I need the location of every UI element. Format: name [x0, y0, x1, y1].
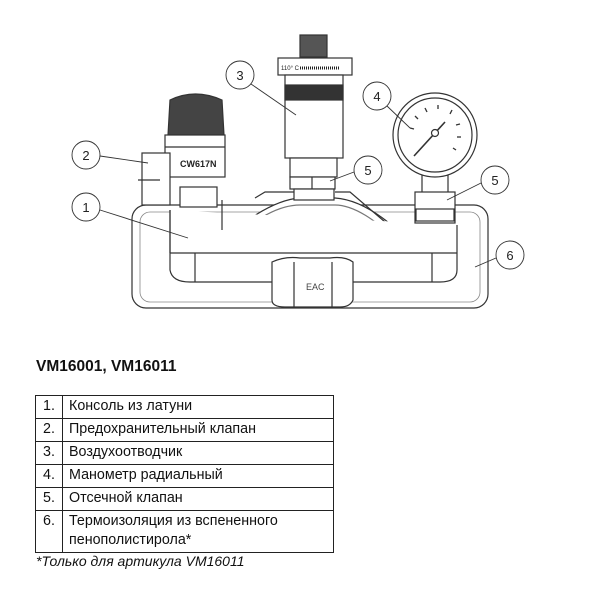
part-label: Термоизоляция из вспененного пенополисти…	[62, 510, 334, 553]
part-label: Воздухоотводчик	[62, 441, 334, 465]
callout-1: 1	[71, 192, 101, 222]
air-vent: 110° C	[277, 34, 353, 201]
callout-5-vent: 5	[353, 155, 383, 185]
table-row: 4.Манометр радиальный	[35, 464, 334, 488]
pressure-gauge	[392, 92, 478, 224]
part-label: Отсечной клапан	[62, 487, 334, 511]
table-row: 1.Консоль из латуни	[35, 395, 334, 419]
bottom-outlet-nut	[271, 256, 354, 308]
part-number: 6.	[35, 510, 63, 553]
callout-5-gauge: 5	[480, 165, 510, 195]
callout-6: 6	[495, 240, 525, 270]
table-row: 2.Предохранительный клапан	[35, 418, 334, 442]
part-number: 2.	[35, 418, 63, 442]
valve-marking: CW617N	[180, 159, 217, 169]
vent-marking: 110° C	[281, 66, 300, 72]
part-number: 4.	[35, 464, 63, 488]
svg-text:6: 6	[506, 248, 513, 263]
svg-text:2: 2	[82, 148, 89, 163]
safety-valve: CW617N	[138, 93, 226, 208]
callout-2: 2	[71, 140, 101, 170]
footnote: *Только для артикула VM16011	[36, 553, 245, 569]
table-row: 5.Отсечной клапан	[35, 487, 334, 511]
model-title: VM16001, VM16011	[36, 358, 177, 375]
part-number: 5.	[35, 487, 63, 511]
part-label: Манометр радиальный	[62, 464, 334, 488]
callout-4: 4	[362, 81, 392, 111]
parts-table: 1.Консоль из латуни 2.Предохранительный …	[35, 395, 334, 553]
product-drawing: EAC CW617N 110° C	[71, 34, 525, 309]
svg-text:5: 5	[491, 173, 498, 188]
part-number: 1.	[35, 395, 63, 419]
callout-3: 3	[225, 60, 255, 90]
svg-text:3: 3	[236, 68, 243, 83]
part-label: Консоль из латуни	[62, 395, 334, 419]
svg-text:5: 5	[364, 163, 371, 178]
table-row: 3.Воздухоотводчик	[35, 441, 334, 465]
table-row: 6.Термоизоляция из вспененного пенополис…	[35, 510, 334, 553]
svg-text:1: 1	[82, 200, 89, 215]
part-label: Предохранительный клапан	[62, 418, 334, 442]
svg-text:4: 4	[373, 89, 380, 104]
eac-mark: EAC	[306, 282, 325, 292]
part-number: 3.	[35, 441, 63, 465]
